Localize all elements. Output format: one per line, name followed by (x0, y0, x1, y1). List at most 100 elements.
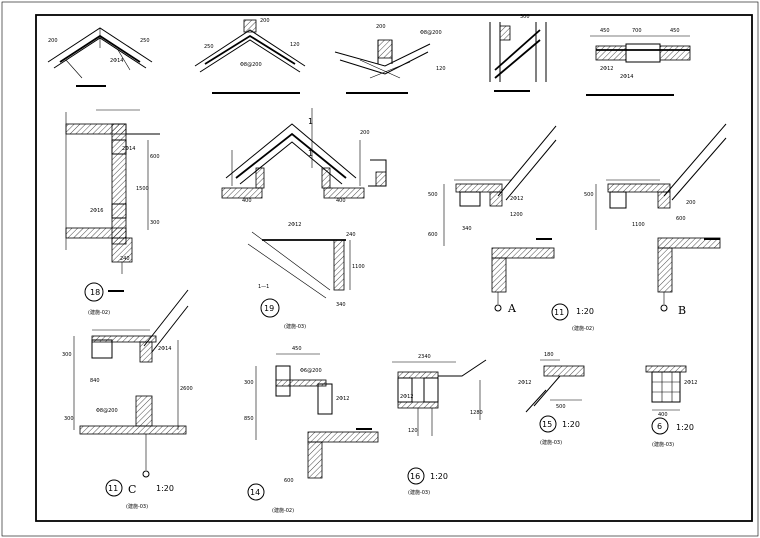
dim-label: 2340 (418, 354, 431, 360)
detail-number: 6 (657, 422, 662, 431)
detail-index-circle (651, 417, 669, 435)
dim-label: 500 (584, 192, 594, 198)
detail-index-circle (551, 303, 569, 321)
dim-label: 120 (436, 66, 446, 72)
dim-label: 120 (408, 428, 418, 434)
detail-ref: (建施-03) (284, 323, 306, 330)
detail-11b: B 500 1100 200 600 (584, 123, 727, 317)
dim-label: 2600 (180, 386, 193, 392)
detail-ref: (建施-03) (540, 439, 562, 446)
dim-label: 240 (120, 256, 130, 262)
detail-18: 600 1500 300 240 2Φ14 2Φ16 18 (建施-02) (65, 112, 160, 316)
dim-label: 600 (284, 478, 294, 484)
dim-label: 300 (62, 352, 72, 358)
detail-number: 15 (542, 420, 552, 429)
detail-scale: 1:20 (576, 307, 594, 316)
rebar-label: 2Φ12 (518, 380, 531, 386)
rebar-label: 2Φ12 (336, 396, 349, 402)
detail-ref: (建施-03) (408, 489, 430, 496)
detail-6: 400 2Φ12 6 1:20 (建施-03) (645, 365, 697, 448)
section-mark: 1 (308, 117, 313, 126)
rebar-label: 2Φ16 (90, 208, 103, 214)
dim-label: 850 (244, 416, 254, 422)
detail-ref: (建施-02) (572, 325, 594, 332)
detail-number: 19 (264, 304, 274, 313)
dim-label: 300 (520, 14, 530, 20)
dim-label: 400 (658, 412, 668, 418)
detail-index-circle (105, 479, 123, 497)
detail-14: 450 300 850 600 2Φ12 Φ6@200 14 (建施-02) (244, 346, 379, 514)
rebar-label: 2Φ14 (620, 74, 633, 80)
axis-bubble (142, 470, 150, 478)
dim-label: 450 (670, 28, 680, 34)
detail-scale: 1:20 (676, 423, 694, 432)
rebar-label: 2Φ12 (288, 222, 301, 228)
dim-label: 300 (64, 416, 74, 422)
dim-label: 500 (428, 192, 438, 198)
dim-label: 200 (260, 18, 270, 24)
detail-number: 16 (410, 472, 420, 481)
detail-scale: 1:20 (562, 420, 580, 429)
dim-label: 180 (544, 352, 554, 358)
dim-label: 400 (242, 198, 252, 204)
detail-ref: (建施-02) (88, 309, 110, 316)
detail-19: 1 1 200 400 400 2Φ12 1100 240 1—1 340 19… (221, 108, 387, 330)
dim-label: 340 (336, 302, 346, 308)
axis-letter: A (507, 302, 517, 315)
dim-label: 450 (600, 28, 610, 34)
axis-bubble (494, 304, 502, 312)
dim-label: 340 (462, 226, 472, 232)
rebar-label: Φ8@200 (240, 62, 262, 68)
dim-label: 200 (360, 130, 370, 136)
dim-label: 1200 (510, 212, 523, 218)
rebar-label: Φ8@200 (420, 30, 442, 36)
dim-label: 200 (48, 38, 58, 44)
ridge-detail-3: 200 Φ8@200 120 (334, 24, 446, 94)
axis-bubble (660, 304, 668, 312)
detail-index-circle (260, 298, 280, 318)
rebar-label: 2Φ12 (510, 196, 523, 202)
dim-label: 1280 (470, 410, 483, 416)
detail-number: 11 (554, 308, 564, 317)
dim-label: 120 (290, 42, 300, 48)
dim-label: 250 (140, 38, 150, 44)
detail-scale: 1:20 (430, 472, 448, 481)
dim-label: 250 (204, 44, 214, 50)
dim-label: 240 (346, 232, 356, 238)
rebar-label: Φ8@200 (96, 408, 118, 414)
rebar-label: Φ6@200 (300, 368, 322, 374)
dim-label: 500 (556, 404, 566, 410)
detail-scale: 1:20 (156, 484, 174, 493)
detail-11c: 300 300 2600 840 2Φ14 Φ8@200 11 C 1:20 (… (62, 289, 193, 510)
detail-11a: A 500 600 340 2Φ12 1200 11 1:20 (建施-02) (428, 125, 594, 332)
ridge-detail-1: 200 250 2Φ14 (47, 27, 153, 87)
detail-ref: (建施-02) (272, 507, 294, 514)
ridge-detail-2: 200 250 120 Φ8@200 (194, 18, 306, 94)
detail-15: 180 500 2Φ12 15 1:20 (建施-03) (518, 352, 585, 446)
axis-letter: B (678, 304, 686, 317)
dim-label: 700 (632, 28, 642, 34)
rebar-label: 2Φ12 (400, 394, 413, 400)
rebar-label: 2Φ14 (122, 146, 135, 152)
detail-16: 2340 1280 120 2Φ12 16 1:20 (建施-03) (392, 354, 487, 496)
section-mark: 1 (308, 149, 313, 158)
inner-border (35, 14, 753, 522)
dim-label: 840 (90, 378, 100, 384)
dim-label: 200 (376, 24, 386, 30)
dim-label: 1500 (136, 186, 149, 192)
detail-number: 18 (90, 288, 100, 297)
rebar-label: 2Φ12 (684, 380, 697, 386)
dim-label: 600 (428, 232, 438, 238)
eave-detail-4: 300 (489, 14, 547, 92)
detail-ref: (建施-03) (652, 441, 674, 448)
detail-index-circle (539, 415, 557, 433)
detail-ref: (建施-03) (126, 503, 148, 510)
detail-index-circle (84, 282, 104, 302)
dim-label: 300 (244, 380, 254, 386)
detail-number: 14 (250, 488, 260, 497)
dim-label: 200 (686, 200, 696, 206)
dim-label: 400 (336, 198, 346, 204)
detail-index-circle (247, 483, 265, 501)
